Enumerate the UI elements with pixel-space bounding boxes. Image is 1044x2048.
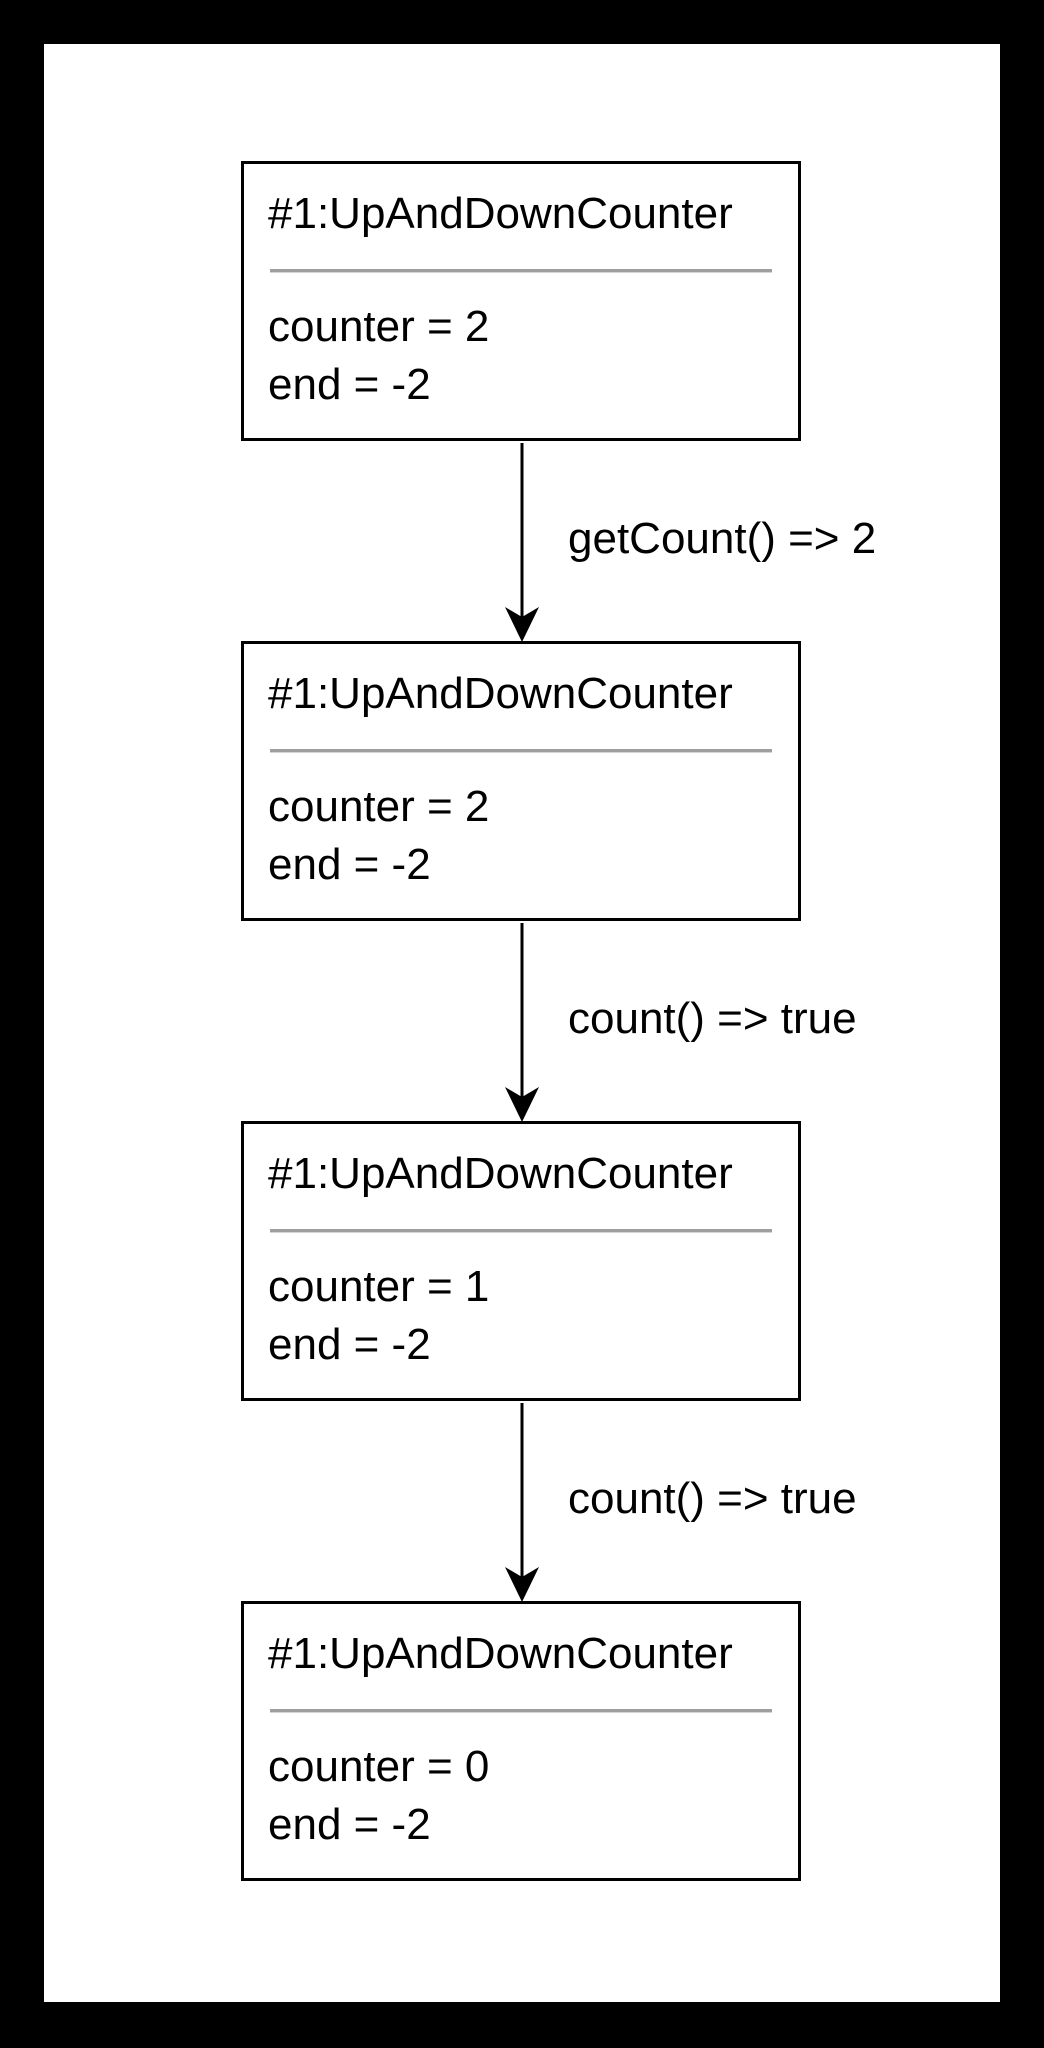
transition-label-2: count() => true <box>568 994 857 1043</box>
object-box-3: #1:UpAndDownCounter counter = 1 end = -2 <box>241 1121 801 1401</box>
attribute-counter: counter = 2 <box>268 302 490 351</box>
attribute-end: end = -2 <box>268 360 431 409</box>
attribute-counter: counter = 2 <box>268 782 490 831</box>
compartment-separator <box>270 749 772 753</box>
object-box-4: #1:UpAndDownCounter counter = 0 end = -2 <box>241 1601 801 1881</box>
compartment-separator <box>270 1709 772 1713</box>
transition-label-1: getCount() => 2 <box>568 514 877 563</box>
object-title: #1:UpAndDownCounter <box>268 669 733 718</box>
attribute-end: end = -2 <box>268 1800 431 1849</box>
object-box-1: #1:UpAndDownCounter counter = 2 end = -2 <box>241 161 801 441</box>
object-box-2: #1:UpAndDownCounter counter = 2 end = -2 <box>241 641 801 921</box>
object-title: #1:UpAndDownCounter <box>268 189 733 238</box>
attribute-end: end = -2 <box>268 840 431 889</box>
transition-label-3: count() => true <box>568 1474 857 1523</box>
attribute-counter: counter = 0 <box>268 1742 490 1791</box>
object-title: #1:UpAndDownCounter <box>268 1149 733 1198</box>
object-title: #1:UpAndDownCounter <box>268 1629 733 1678</box>
compartment-separator <box>270 269 772 273</box>
attribute-counter: counter = 1 <box>268 1262 490 1311</box>
attribute-end: end = -2 <box>268 1320 431 1369</box>
compartment-separator <box>270 1229 772 1233</box>
